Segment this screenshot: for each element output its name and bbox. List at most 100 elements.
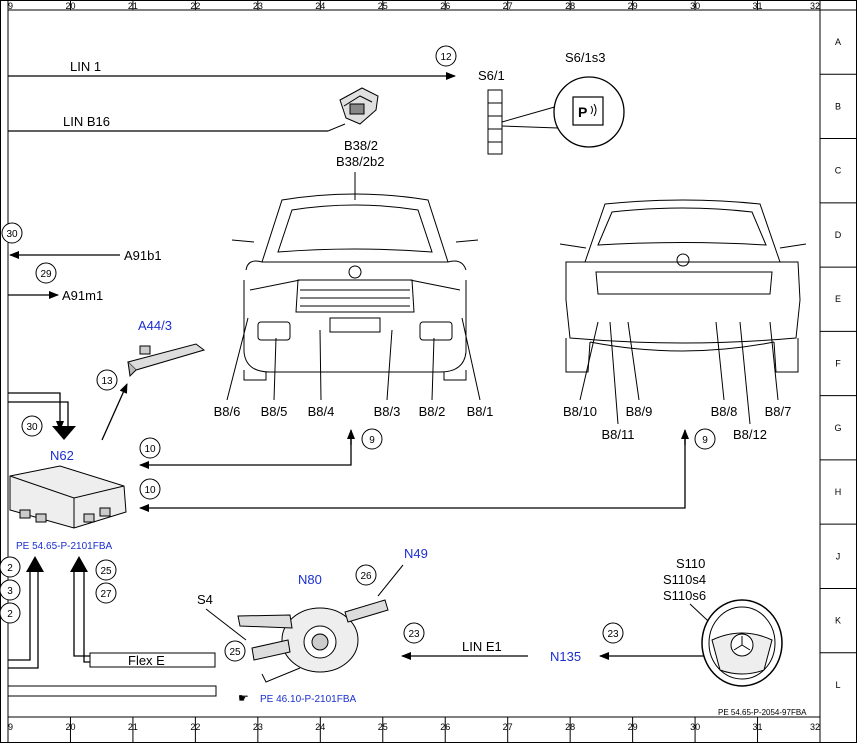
rain-light-sensor-icon (339, 87, 379, 125)
front-sensor-label: B8/5 (261, 404, 288, 419)
s110s6-label: S110s6 (663, 588, 706, 603)
grid-column-label: 27 (503, 722, 513, 732)
rear-sensor-label: B8/8 (711, 404, 738, 419)
grid-row-label: A (835, 37, 841, 47)
grid-row-label: J (836, 551, 841, 561)
grid-column-label: 20 (65, 722, 75, 732)
grid-column-label: 32 (810, 1, 820, 11)
rear-sensor-label: B8/10 (563, 404, 597, 419)
parking-button-icon: P (553, 76, 625, 148)
lin1-label: LIN 1 (70, 59, 101, 74)
front-sensor-label: B8/6 (214, 404, 241, 419)
callout-10-a: 10 (139, 437, 161, 459)
callout-29: 29 (35, 262, 57, 284)
grid-column-label: 23 (253, 1, 263, 11)
s110s4-label: S110s4 (663, 572, 706, 587)
grid-column-label: 28 (565, 1, 575, 11)
feed-line-2 (8, 570, 39, 669)
grid-column-label: 9 (8, 722, 13, 732)
callout-2-a: 2 (0, 556, 21, 578)
a91b1-label: A91b1 (124, 248, 162, 263)
document-id: PE 54.65-P-2054-97FBA (718, 708, 807, 717)
grid-row-label: F (835, 359, 841, 369)
s110-label: S110 (676, 556, 705, 571)
svg-text:9: 9 (369, 435, 375, 446)
callout-23-b: 23 (602, 622, 624, 644)
s6-1-switch-block (487, 89, 559, 155)
n62-input-30a (8, 392, 64, 431)
svg-text:10: 10 (144, 485, 156, 496)
callout-9-front: 9 (361, 428, 383, 450)
svg-text:30: 30 (6, 229, 18, 240)
grid-column-label: 25 (378, 1, 388, 11)
callout-2-b: 2 (0, 602, 21, 624)
grid-column-label: 29 (628, 1, 638, 11)
steering-column-module-icon (237, 599, 389, 683)
grid-column-label: 30 (690, 722, 700, 732)
callout-9-rear: 9 (694, 428, 716, 450)
svg-text:13: 13 (101, 376, 113, 387)
a44-3-link[interactable]: A44/3 (138, 318, 172, 333)
rear-sensor-label: B8/7 (765, 404, 792, 419)
front-sensor-label: B8/2 (419, 404, 446, 419)
callout-12: 12 (435, 45, 457, 67)
svg-text:29: 29 (40, 269, 52, 280)
rear-car-illustration (559, 199, 807, 373)
grid-row-label: D (835, 230, 842, 240)
front-sensor-label: B8/3 (374, 404, 401, 419)
a44-arrow (101, 383, 128, 441)
linb16-stub (327, 123, 346, 132)
grid-row-label: K (835, 616, 841, 626)
pe-n80-link[interactable]: PE 46.10-P-2101FBA (260, 694, 356, 705)
feed-arrowhead-2 (70, 556, 88, 572)
rear-sensor-label: B8/9 (626, 404, 653, 419)
callout-25-b: 25 (224, 640, 246, 662)
grid-column-label: 32 (810, 722, 820, 732)
n135-link[interactable]: N135 (550, 649, 581, 664)
grid-column-label: 31 (753, 1, 763, 11)
grid-column-label: 24 (315, 722, 325, 732)
svg-text:26: 26 (360, 571, 372, 582)
line1-label: LIN E1 (462, 639, 502, 654)
pe-n62-link[interactable]: PE 54.65-P-2101FBA (16, 541, 112, 552)
s4-leader (205, 608, 247, 641)
linb16-label: LIN B16 (63, 114, 110, 129)
callout-27: 27 (95, 582, 117, 604)
grid-column-label: 25 (378, 722, 388, 732)
n49-link[interactable]: N49 (404, 546, 428, 561)
a44-3-unit-icon (127, 343, 206, 378)
n62-input-arrowhead (52, 426, 76, 440)
svg-text:12: 12 (440, 52, 452, 63)
svg-text:23: 23 (607, 629, 619, 640)
grid-row-label: G (834, 423, 841, 433)
rear-sensor-label: B8/12 (733, 427, 767, 442)
svg-text:25: 25 (100, 566, 112, 577)
rear-sensor-labels: B8/10 B8/9 B8/8 B8/7B8/11 B8/12 (563, 321, 792, 442)
n80-link[interactable]: N80 (298, 572, 322, 587)
grid-column-label: 20 (65, 1, 75, 11)
callout-10-b: 10 (139, 478, 161, 500)
n62-link[interactable]: N62 (50, 448, 74, 463)
svg-text:27: 27 (100, 589, 112, 600)
front-sensors-bus (139, 431, 352, 469)
grid-column-label: 21 (128, 722, 138, 732)
callout-30-top: 30 (1, 222, 23, 244)
svg-text:P: P (578, 104, 587, 120)
book-icon: ☛ (238, 691, 249, 705)
grid-column-label: 31 (753, 722, 763, 732)
n49-leader (377, 564, 404, 597)
callout-3: 3 (0, 579, 21, 601)
s6-1s3-label: S6/1s3 (565, 50, 605, 65)
grid-column-label: 27 (503, 1, 513, 11)
callout-25-a: 25 (95, 559, 117, 581)
rear-sensors-bus (139, 431, 686, 512)
a91m1-label: A91m1 (62, 288, 103, 303)
rear-sensor-label: B8/11 (601, 427, 634, 442)
callout-30-left: 30 (21, 415, 43, 437)
svg-text:10: 10 (144, 444, 156, 455)
